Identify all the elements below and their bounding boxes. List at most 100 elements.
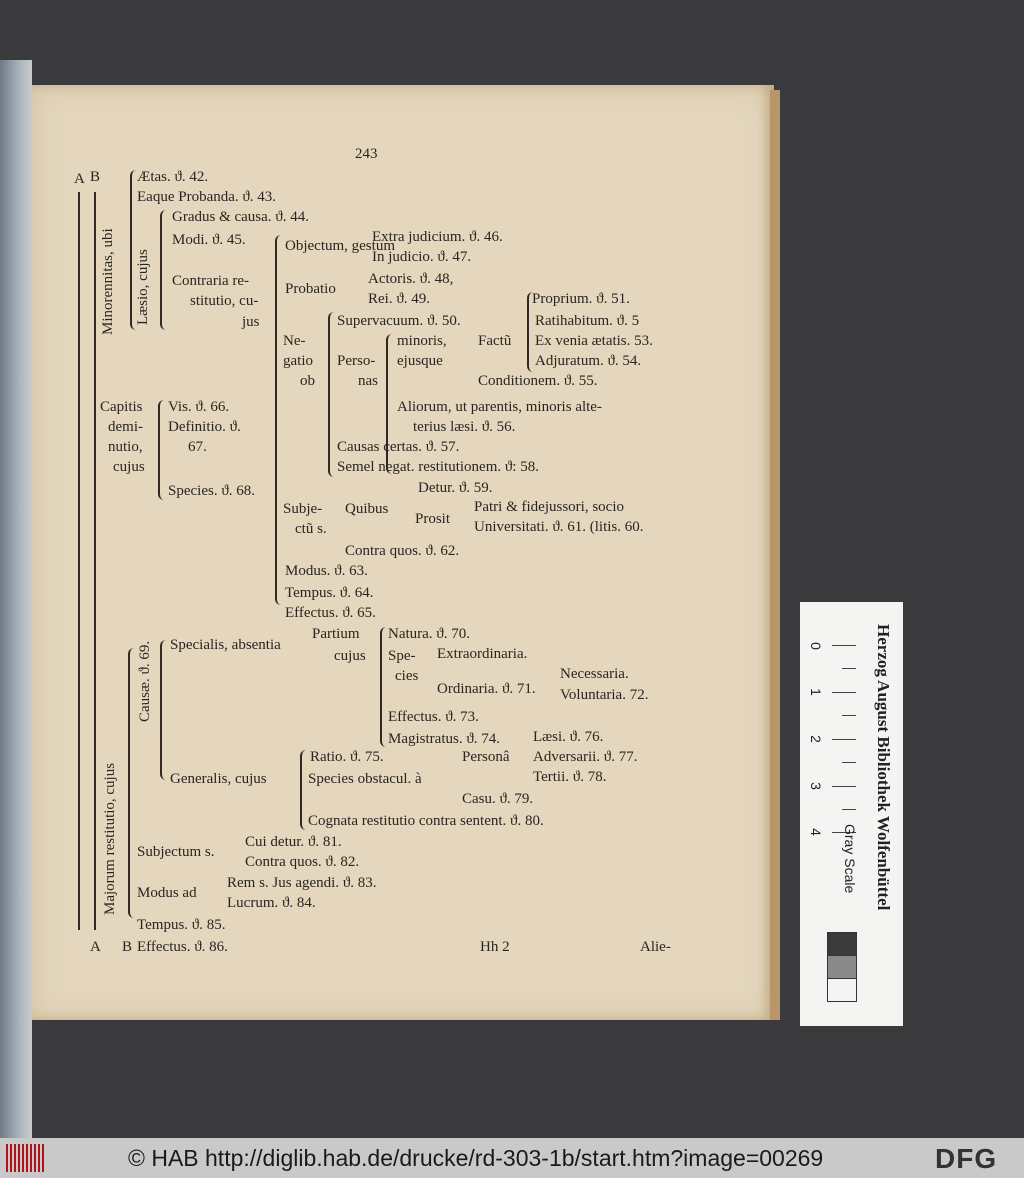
tree-entry: Conditionem. ϑ. 55.: [478, 373, 598, 389]
page-fore-edge: [770, 90, 780, 1020]
tree-entry: Aliorum, ut parentis, minoris alte-: [397, 399, 602, 415]
tree-entry: Tertii. ϑ. 78.: [533, 769, 607, 785]
tree-entry: Magistratus. ϑ. 74.: [388, 731, 501, 747]
tree-entry: cujus: [334, 648, 366, 664]
page-number: 243: [355, 146, 378, 162]
ruler-tick: [842, 809, 856, 810]
tree-entry: Proprium. ϑ. 51.: [532, 291, 630, 307]
tree-entry: Generalis, cujus: [170, 771, 267, 787]
tree-entry: Voluntaria. 72.: [560, 687, 649, 703]
brace: [158, 400, 166, 500]
ruler-tick: [842, 762, 856, 763]
tree-entry: Extraordinaria.: [437, 646, 528, 662]
tree-entry: Universitati. ϑ. 61. (litis. 60.: [474, 519, 644, 535]
gray-swatch-dark: [827, 932, 857, 956]
tree-entry: Tempus. ϑ. 85.: [137, 917, 226, 933]
ruler-label: 1: [807, 688, 824, 696]
brace: [128, 648, 136, 918]
tree-entry: Ex venia ætatis. 53.: [535, 333, 653, 349]
catchword: Alie-: [640, 939, 671, 955]
library-name: Herzog August Bibliothek Wolfenbüttel: [874, 624, 893, 911]
tree-entry: Personâ: [462, 749, 510, 765]
tree-entry: Quibus: [345, 501, 389, 517]
tree-entry: Subjectum s.: [137, 844, 215, 860]
tree-entry: Adjuratum. ϑ. 54.: [535, 353, 642, 369]
column-marker-a: A: [90, 939, 101, 955]
tree-entry: ejusque: [397, 353, 443, 369]
brace: [300, 750, 308, 830]
tree-entry: terius læsi. ϑ. 56.: [413, 419, 516, 435]
tree-entry: Cui detur. ϑ. 81.: [245, 834, 342, 850]
tree-entry: Effectus. ϑ. 65.: [285, 605, 376, 621]
tree-entry: Effectus. ϑ. 86.: [137, 939, 228, 955]
tree-entry: nas: [358, 373, 378, 389]
tree-entry: Partium: [312, 626, 360, 642]
tree-entry: Probatio: [285, 281, 336, 297]
tree-entry: Læsi. ϑ. 76.: [533, 729, 604, 745]
brace: [160, 640, 168, 780]
ruler-tick: [832, 786, 856, 787]
tree-entry: Ætas. ϑ. 42.: [137, 169, 209, 185]
gray-scale-label: Gray Scale: [842, 824, 858, 894]
tree-entry: Natura. ϑ. 70.: [388, 626, 470, 642]
tree-entry: Causas certas. ϑ. 57.: [337, 439, 460, 455]
tree-entry-vertical: Læsio, cujus: [135, 249, 151, 325]
tree-entry: Rem s. Jus agendi. ϑ. 83.: [227, 875, 377, 891]
tree-entry: Modus. ϑ. 63.: [285, 563, 368, 579]
ruler-tick: [842, 668, 856, 669]
tree-entry: nutio,: [108, 439, 143, 455]
ruler-tick: [832, 645, 856, 646]
tree-entry: Actoris. ϑ. 48,: [368, 271, 454, 287]
tree-entry: Prosit: [415, 511, 451, 527]
adjacent-page-edge: [0, 60, 32, 1138]
tree-entry: ob: [300, 373, 315, 389]
brace: [527, 292, 535, 372]
tree-entry-vertical: Minorennitas, ubi: [100, 228, 116, 335]
tree-entry: Species. ϑ. 68.: [168, 483, 255, 499]
brace: [130, 170, 138, 330]
brace: [275, 235, 283, 605]
tree-entry-vertical: Causæ. ϑ. 69.: [137, 640, 153, 722]
tree-entry: Ratio. ϑ. 75.: [310, 749, 384, 765]
ruler-label: 4: [807, 828, 824, 836]
brace: [380, 627, 388, 747]
dfg-logo: DFG: [935, 1143, 998, 1174]
tree-entry: Supervacuum. ϑ. 50.: [337, 313, 461, 329]
column-marker-b: B: [122, 939, 133, 955]
tree-entry: stitutio, cu-: [190, 293, 259, 309]
tree-entry: Contra quos. ϑ. 62.: [345, 543, 460, 559]
ruler-tick: [832, 832, 856, 833]
tree-entry: minoris,: [397, 333, 447, 349]
tree-entry: Objectum, gestum: [285, 238, 395, 254]
book-page: [32, 85, 774, 1020]
tree-entry: Necessaria.: [560, 666, 629, 682]
tree-entry: ctũ s.: [295, 521, 327, 537]
tree-entry: cujus: [113, 459, 145, 475]
tree-entry: Patri & fidejussori, socio: [474, 499, 624, 515]
gray-swatch-mid: [827, 955, 857, 979]
tree-entry: Ordinaria. ϑ. 71.: [437, 681, 536, 697]
tree-entry: cies: [395, 668, 419, 684]
tree-entry-vertical: Majorum restitutio, cujus: [102, 762, 118, 915]
ruler-label: 2: [807, 735, 824, 743]
ruler-label: 3: [807, 782, 824, 790]
tree-entry: gatio: [283, 353, 313, 369]
tree-entry: 67.: [188, 439, 207, 455]
column-marker-a: A: [74, 171, 85, 187]
tree-entry: Ne-: [283, 333, 306, 349]
tree-entry: Species obstacul. à: [308, 771, 422, 787]
gray-swatch-light: [827, 978, 857, 1002]
tree-entry: Contra quos. ϑ. 82.: [245, 854, 360, 870]
tree-entry: Eaque Probanda. ϑ. 43.: [137, 189, 277, 205]
ruler-tick: [832, 692, 856, 693]
tree-entry: Ratihabitum. ϑ. 5: [535, 313, 640, 329]
tree-entry: Lucrum. ϑ. 84.: [227, 895, 316, 911]
rule-a: [78, 192, 80, 930]
tree-entry: Extra judicium. ϑ. 46.: [372, 229, 503, 245]
tree-entry: Casu. ϑ. 79.: [462, 791, 534, 807]
tree-entry: Effectus. ϑ. 73.: [388, 709, 479, 725]
tree-entry: Cognata restitutio contra sentent. ϑ. 80…: [308, 813, 544, 829]
tree-entry: Semel negat. restitutionem. ϑ: 58.: [337, 459, 539, 475]
copyright-url[interactable]: © HAB http://diglib.hab.de/drucke/rd-303…: [128, 1145, 824, 1171]
tree-entry: Adversarii. ϑ. 77.: [533, 749, 638, 765]
